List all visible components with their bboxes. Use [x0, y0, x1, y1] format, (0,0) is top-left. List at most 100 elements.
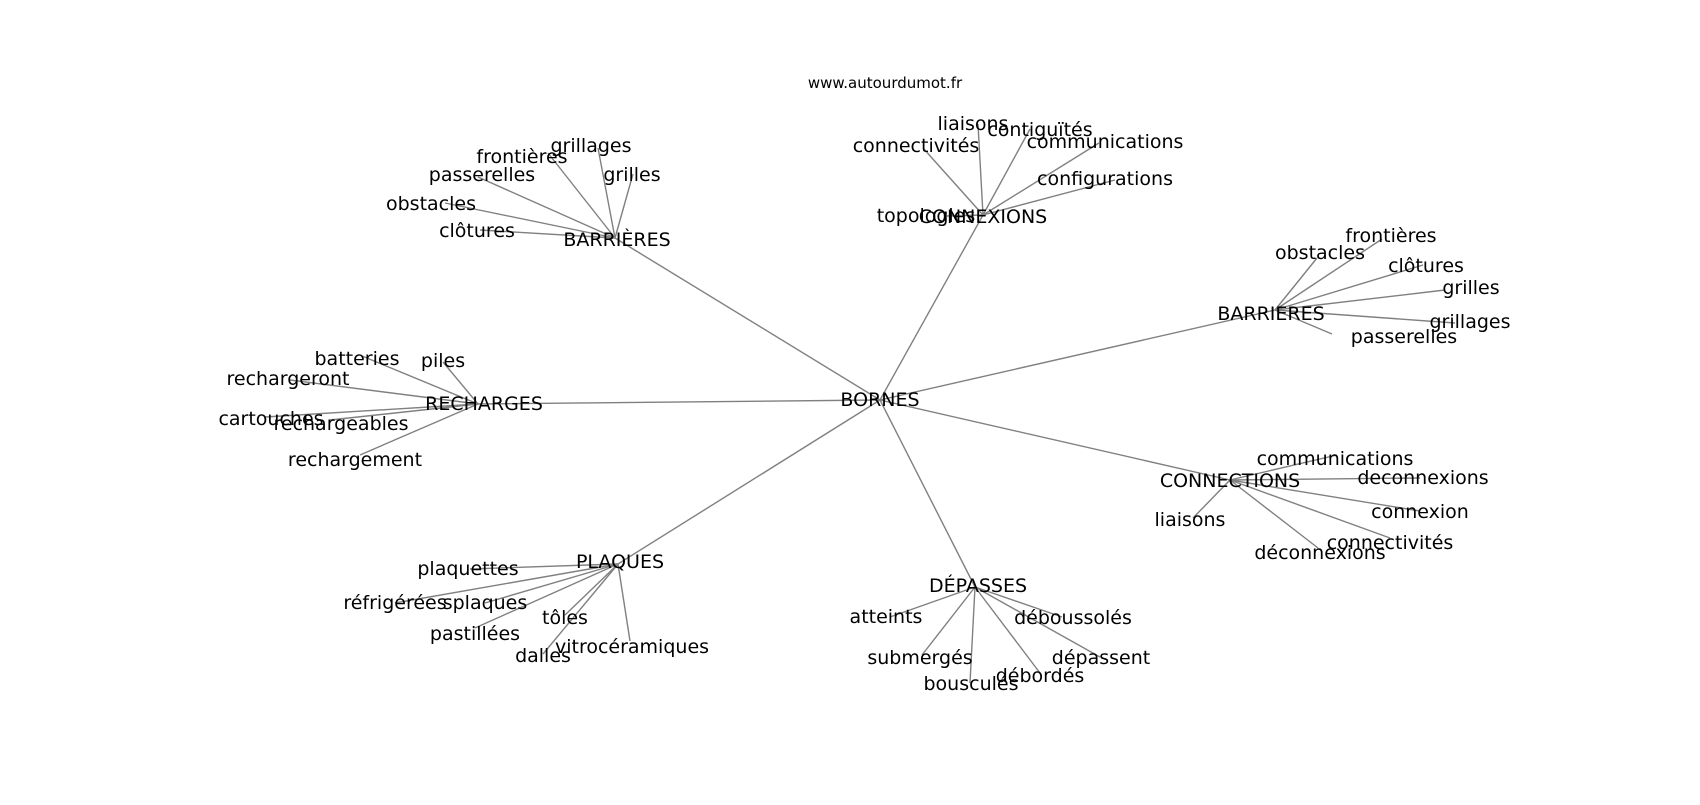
- leaf-node-recharges-1[interactable]: piles: [421, 350, 465, 372]
- leaf-node-connexions-2[interactable]: connectivités: [853, 135, 980, 157]
- graph-labels: www.autourdumot.fr BARRIÈRESfrontièresgr…: [218, 74, 1510, 695]
- leaf-node-plaques-1[interactable]: réfrigérées: [343, 592, 446, 614]
- edge-depasses-word-4: [974, 586, 1041, 674]
- edge-barrieres-accent-word-0: [547, 152, 616, 239]
- hub-node-plaques[interactable]: PLAQUES: [576, 551, 664, 573]
- edge-recharges-word-4: [329, 403, 479, 421]
- leaf-node-recharges-4[interactable]: rechargeables: [273, 413, 408, 435]
- edge-bornes-connexions: [879, 214, 984, 401]
- edge-bornes-recharges: [477, 399, 881, 405]
- leaf-node-recharges-3[interactable]: cartouches: [218, 408, 323, 430]
- hub-node-barrieres[interactable]: BARRIERES: [1217, 303, 1324, 325]
- leaf-node-connections-4[interactable]: connectivités: [1327, 532, 1454, 554]
- leaf-node-depasses-0[interactable]: atteints: [850, 606, 923, 628]
- leaf-node-connexions-0[interactable]: liaisons: [938, 113, 1009, 135]
- edge-plaques-word-1: [394, 563, 619, 604]
- edge-connections-word-3: [1229, 479, 1421, 512]
- edge-barrieres-word-5: [1274, 309, 1333, 335]
- edge-connexions-word-4: [982, 179, 1116, 216]
- edge-barrieres-accent-word-4: [444, 202, 616, 239]
- leaf-node-barrieres-5[interactable]: passerelles: [1351, 326, 1457, 348]
- edge-depasses-word-3: [974, 586, 1101, 658]
- leaf-node-barrieres-accent-0[interactable]: frontières: [476, 146, 567, 168]
- leaf-node-barrieres-1[interactable]: obstacles: [1275, 242, 1365, 264]
- edge-barrieres-word-1: [1274, 257, 1318, 311]
- edge-bornes-barrieres-accent: [614, 237, 881, 401]
- edge-recharges-word-3: [264, 403, 479, 418]
- leaf-node-depasses-5[interactable]: bousculés: [924, 673, 1019, 695]
- edge-barrieres-word-3: [1274, 289, 1446, 311]
- edge-barrieres-word-2: [1274, 264, 1424, 311]
- leaf-node-depasses-3[interactable]: dépassent: [1052, 647, 1150, 669]
- leaf-node-connections-1[interactable]: deconnexions: [1357, 467, 1488, 489]
- leaf-node-depasses-2[interactable]: submergés: [867, 647, 972, 669]
- hub-node-connexions[interactable]: CONNEXIONS: [919, 206, 1048, 228]
- edge-connections-word-2: [1192, 479, 1231, 519]
- leaf-node-connexions-5[interactable]: topologies: [877, 205, 976, 227]
- edge-barrieres-accent-word-1: [597, 147, 616, 239]
- edge-bornes-connections: [879, 399, 1231, 481]
- edge-bornes-barrieres: [879, 309, 1276, 401]
- hub-node-recharges[interactable]: RECHARGES: [425, 393, 543, 415]
- edge-connections-word-4: [1229, 479, 1391, 539]
- edge-connexions-word-2: [922, 147, 984, 216]
- edge-plaques-word-3: [564, 563, 619, 616]
- hub-node-depasses[interactable]: DÉPASSES: [929, 574, 1027, 597]
- leaf-node-plaques-0[interactable]: plaquettes: [417, 558, 518, 580]
- leaf-node-barrieres-accent-2[interactable]: grilles: [603, 164, 660, 186]
- leaf-node-barrieres-accent-4[interactable]: obstacles: [386, 193, 476, 215]
- edge-depasses-word-0: [889, 586, 976, 618]
- edge-connections-word-1: [1229, 477, 1421, 481]
- leaf-node-barrieres-accent-1[interactable]: grillages: [550, 135, 631, 157]
- leaf-node-recharges-5[interactable]: rechargement: [288, 449, 422, 471]
- leaf-node-connections-0[interactable]: communications: [1257, 448, 1414, 470]
- edge-connections-word-0: [1229, 454, 1338, 481]
- leaf-node-plaques-3[interactable]: tôles: [542, 607, 588, 629]
- leaf-node-recharges-2[interactable]: rechargeront: [227, 368, 350, 390]
- leaf-node-plaques-4[interactable]: pastillées: [430, 623, 520, 645]
- leaf-node-depasses-4[interactable]: débordés: [996, 665, 1085, 687]
- hub-node-connections[interactable]: CONNECTIONS: [1160, 470, 1300, 492]
- edge-bornes-plaques: [617, 399, 881, 565]
- edge-plaques-word-2: [484, 563, 619, 604]
- edge-barrieres-accent-word-5: [479, 229, 616, 239]
- leaf-node-barrieres-accent-3[interactable]: passerelles: [429, 164, 535, 186]
- leaf-node-barrieres-2[interactable]: clôtures: [1388, 255, 1464, 277]
- leaf-node-plaques-5[interactable]: vitrocéramiques: [555, 636, 709, 658]
- edge-connexions-word-3: [982, 142, 1100, 216]
- edge-recharges-word-5: [359, 403, 479, 456]
- leaf-node-connections-2[interactable]: liaisons: [1155, 509, 1226, 531]
- edge-barrieres-accent-word-3: [477, 176, 616, 239]
- edge-barrieres-word-4: [1274, 309, 1456, 324]
- leaf-node-depasses-1[interactable]: déboussolés: [1014, 607, 1132, 629]
- edge-barrieres-accent-word-2: [614, 173, 634, 239]
- center-node-bornes[interactable]: BORNES: [840, 389, 919, 411]
- edge-connexions-word-5: [946, 214, 984, 217]
- leaf-node-connexions-1[interactable]: contiguïtés: [987, 119, 1092, 141]
- site-credit: www.autourdumot.fr: [808, 74, 963, 92]
- leaf-node-barrieres-0[interactable]: frontières: [1345, 225, 1436, 247]
- edge-plaques-word-0: [469, 563, 619, 570]
- leaf-node-plaques-2[interactable]: splaques: [443, 592, 528, 614]
- edge-bornes-depasses: [879, 399, 976, 588]
- edge-connexions-word-1: [982, 128, 1031, 216]
- leaf-node-recharges-0[interactable]: batteries: [315, 348, 400, 370]
- graph-edges: [264, 123, 1456, 684]
- leaf-node-connections-3[interactable]: connexion: [1371, 501, 1469, 523]
- hub-node-barrieres-accent[interactable]: BARRIÈRES: [563, 228, 670, 251]
- leaf-node-plaques-6[interactable]: dalles: [515, 645, 571, 667]
- edge-recharges-word-2: [289, 379, 479, 405]
- leaf-node-connexions-3[interactable]: communications: [1027, 131, 1184, 153]
- edge-depasses-word-1: [974, 586, 1063, 618]
- leaf-node-connexions-4[interactable]: configurations: [1037, 168, 1173, 190]
- leaf-node-barrieres-accent-5[interactable]: clôtures: [439, 220, 515, 242]
- edge-connexions-word-0: [977, 123, 984, 216]
- edge-connections-word-5: [1229, 479, 1319, 549]
- leaf-node-barrieres-4[interactable]: grillages: [1429, 311, 1510, 333]
- leaf-node-connections-5[interactable]: déconnexions: [1254, 542, 1385, 564]
- leaf-node-barrieres-3[interactable]: grilles: [1442, 277, 1499, 299]
- edge-plaques-word-5: [617, 563, 631, 642]
- edge-plaques-word-4: [474, 563, 619, 629]
- edge-recharges-word-0: [361, 355, 479, 405]
